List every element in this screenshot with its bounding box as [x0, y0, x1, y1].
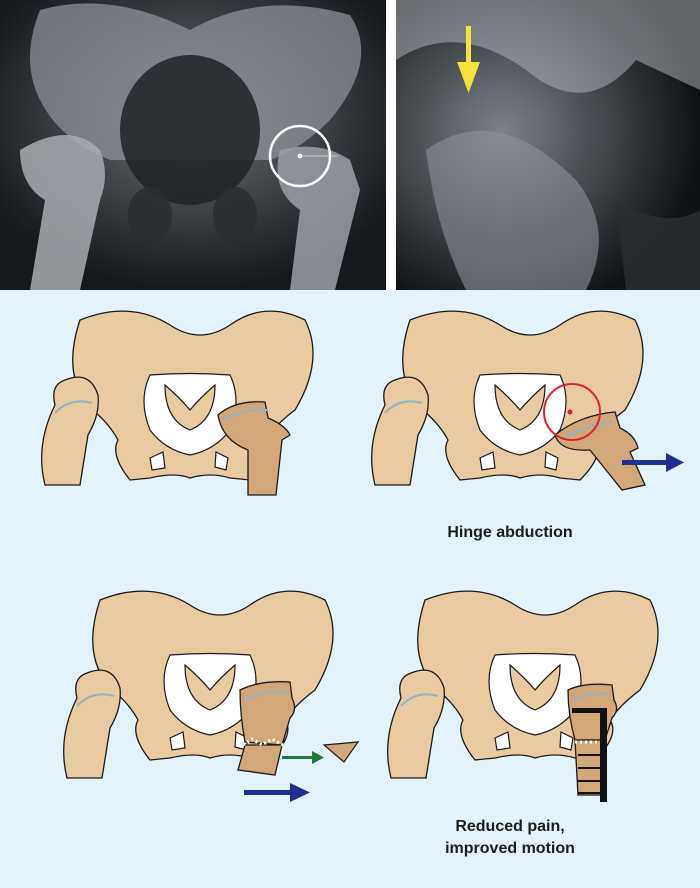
- diagram-osteotomy: [64, 591, 358, 802]
- wedge-arrow: [282, 751, 324, 764]
- caption-result: Reduced pain, improved motion: [390, 816, 630, 860]
- caption-result-line1: Reduced pain,: [390, 816, 630, 838]
- xray-ap-pelvis: [0, 0, 386, 290]
- shift-arrow: [244, 783, 310, 802]
- caption-result-line2: improved motion: [390, 838, 630, 860]
- diagram-normal: [42, 311, 313, 495]
- caption-hinge-abduction: Hinge abduction: [400, 522, 620, 544]
- xray-lateral-hip: [396, 0, 700, 290]
- diagram-fixation: [388, 591, 658, 802]
- schematic-panel: Hinge abduction Reduced pain, improved m…: [0, 290, 700, 888]
- diagram-hinge-abduction: [372, 311, 684, 490]
- removed-wedge: [324, 742, 358, 762]
